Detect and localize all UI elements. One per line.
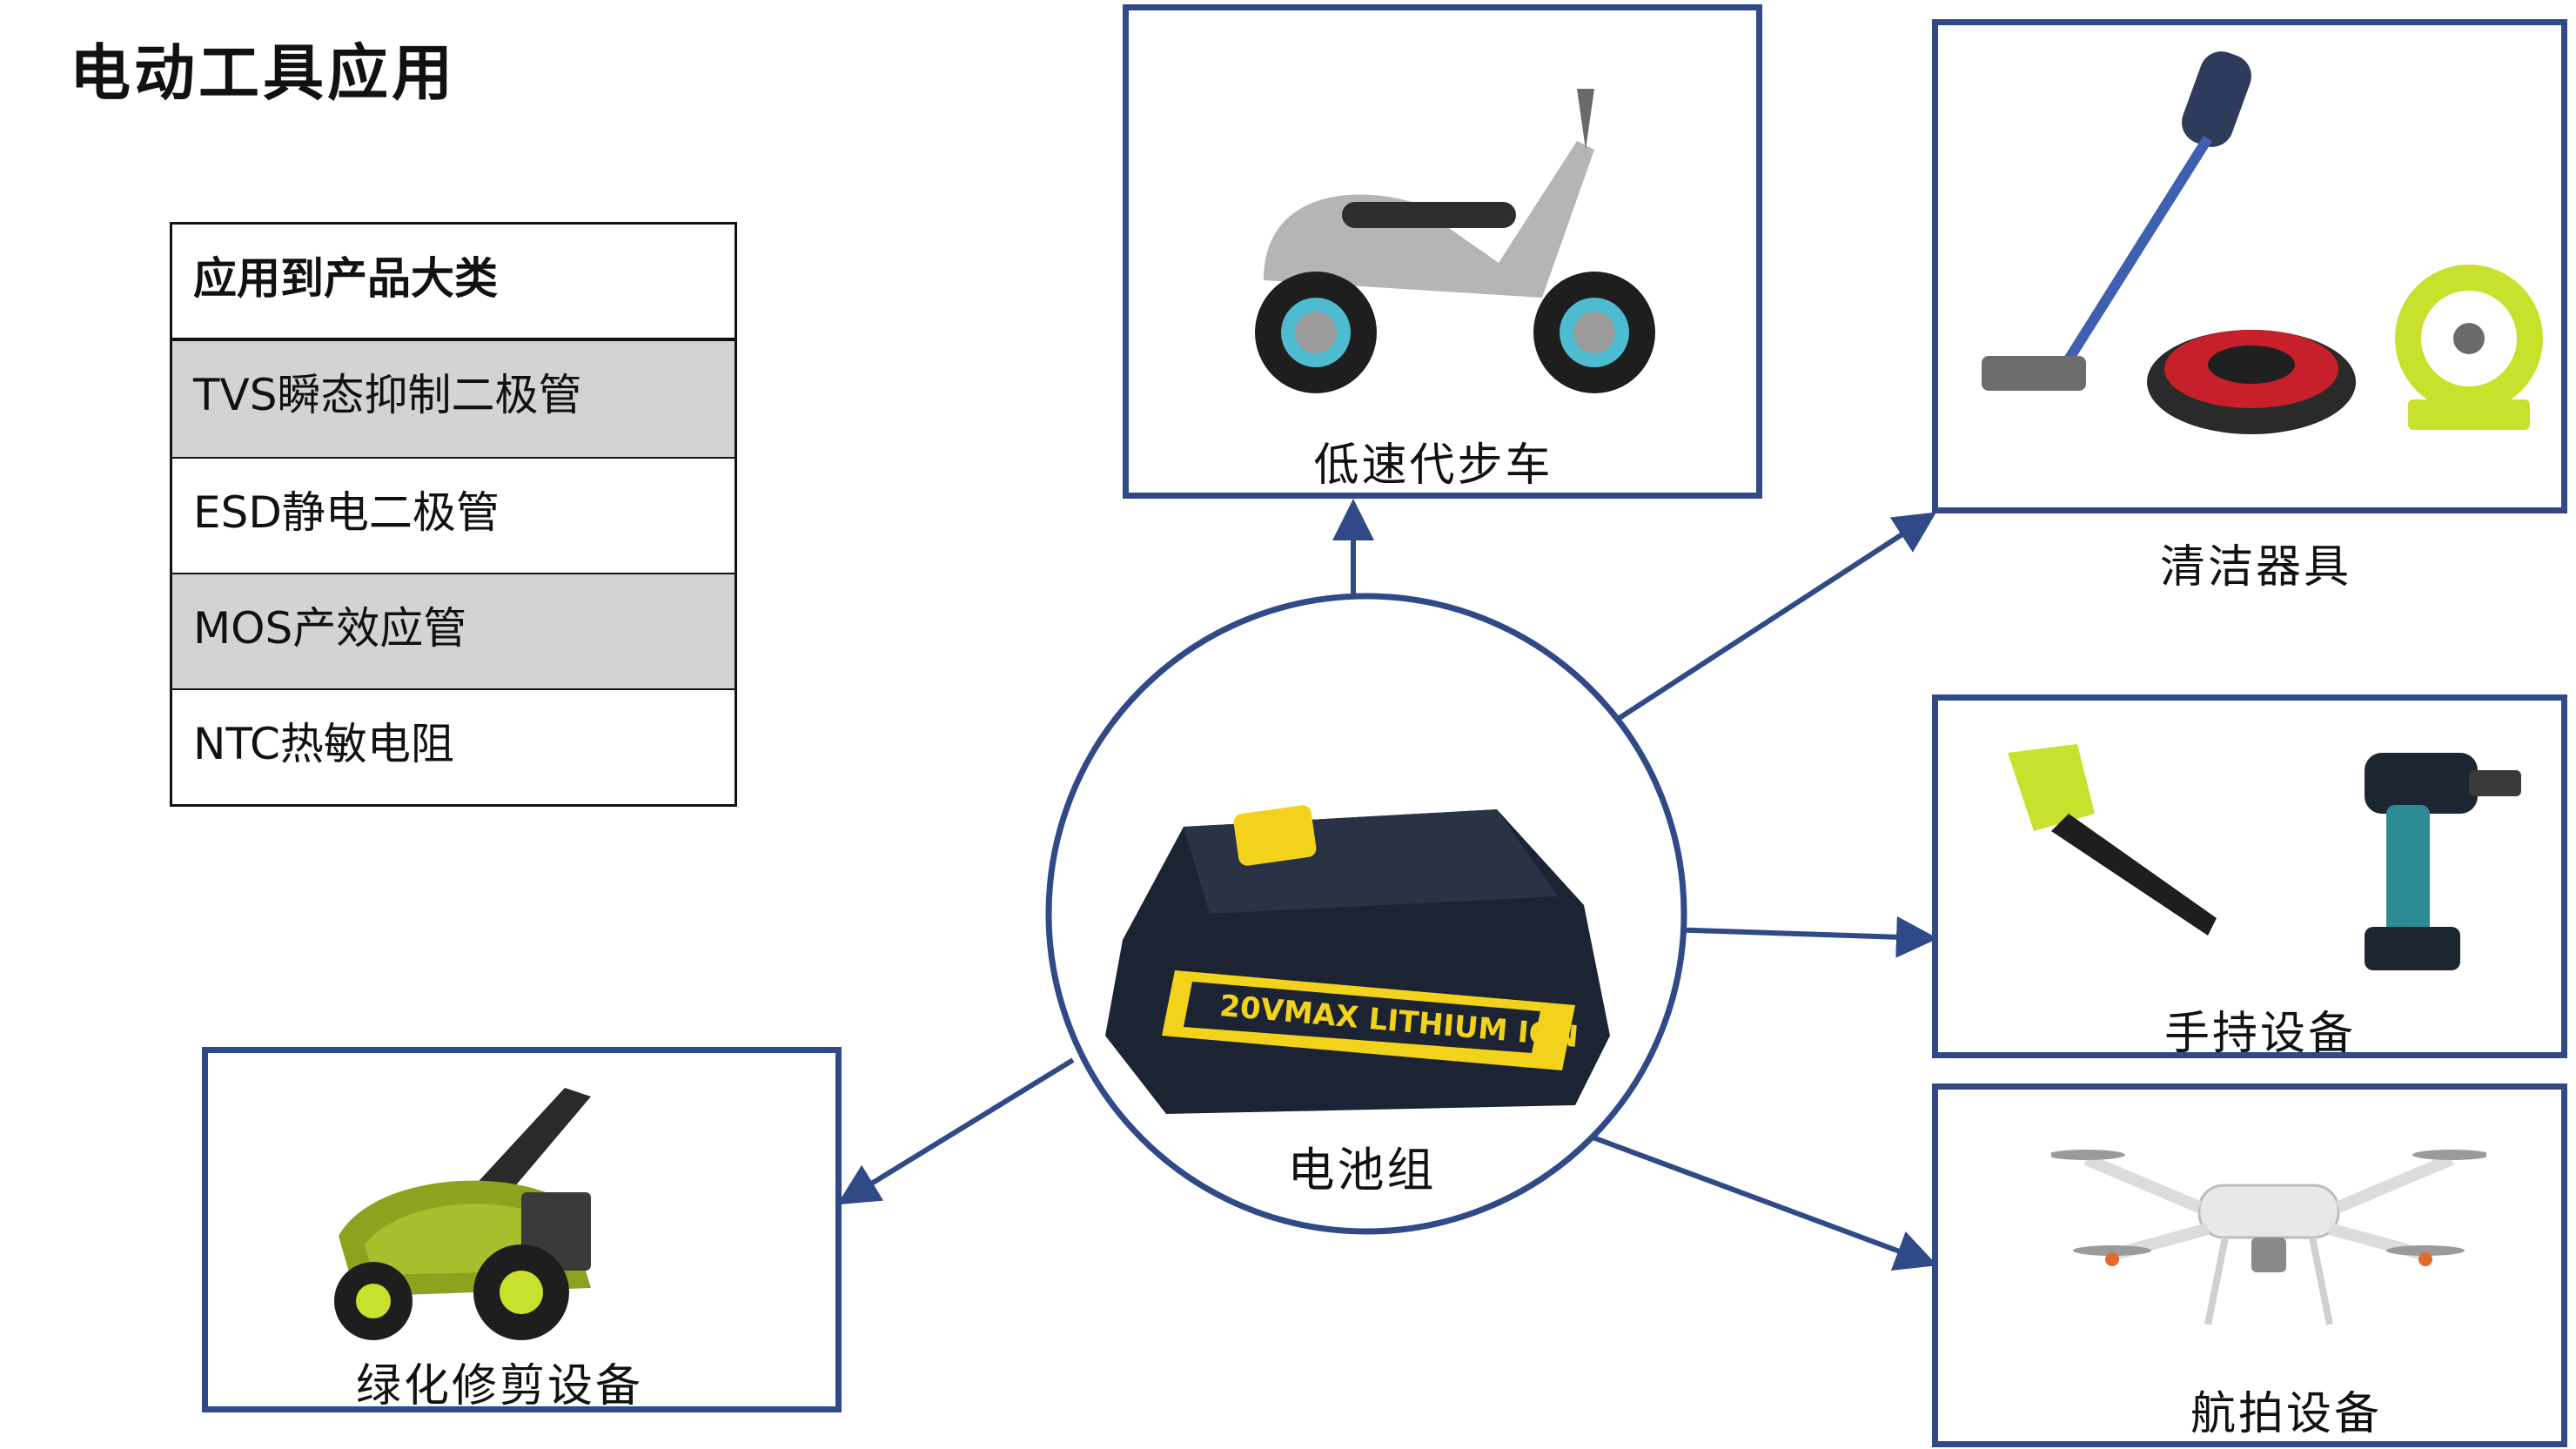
arrow-to-handheld — [1666, 916, 1938, 958]
node-label-scooter: 低速代步车 — [1313, 439, 1553, 492]
battery-pack-icon: 20VMAX LITHIUM ION — [1105, 805, 1610, 1114]
node-label-handheld: 手持设备 — [2163, 1008, 2357, 1060]
node-aerial: 航拍设备 — [1932, 1083, 2567, 1447]
arrow-to-mower — [836, 1057, 1075, 1205]
category-row-tvs: TVS瞬态抑制二极管 — [172, 341, 735, 457]
node-handheld: 手持设备 — [1932, 694, 2567, 1060]
category-table: 应用到产品大类 TVS瞬态抑制二极管 ESD静电二极管 MOS产效应管 NTC热… — [170, 222, 737, 807]
node-cleaning: 清洁器具 — [1932, 19, 2567, 594]
lawn-mower-icon — [334, 1088, 591, 1340]
node-lawn: 绿化修剪设备 — [202, 1047, 842, 1412]
node-label-cleaning: 清洁器具 — [2159, 541, 2352, 594]
drone-icon — [2051, 1150, 2486, 1325]
page-title: 电动工具应用 — [70, 37, 456, 109]
arrow-to-drone — [1587, 1133, 1938, 1271]
node-scooter: 低速代步车 — [1123, 4, 1762, 499]
center-node-label: 电池组 — [1287, 1143, 1437, 1197]
node-label-lawn: 绿化修剪设备 — [355, 1360, 644, 1412]
category-row-esd: ESD静电二极管 — [172, 457, 735, 573]
category-row-ntc: NTC热敏电阻 — [172, 688, 735, 804]
node-label-aerial: 航拍设备 — [2190, 1388, 2383, 1440]
category-table-header: 应用到产品大类 — [172, 225, 735, 341]
vacuum-cleaner-icon — [1982, 51, 2543, 434]
arrow-to-cleaner — [1591, 512, 1937, 738]
power-drill-icon — [2008, 744, 2521, 970]
category-row-mos: MOS产效应管 — [172, 573, 735, 688]
scooter-icon — [1255, 89, 1655, 393]
